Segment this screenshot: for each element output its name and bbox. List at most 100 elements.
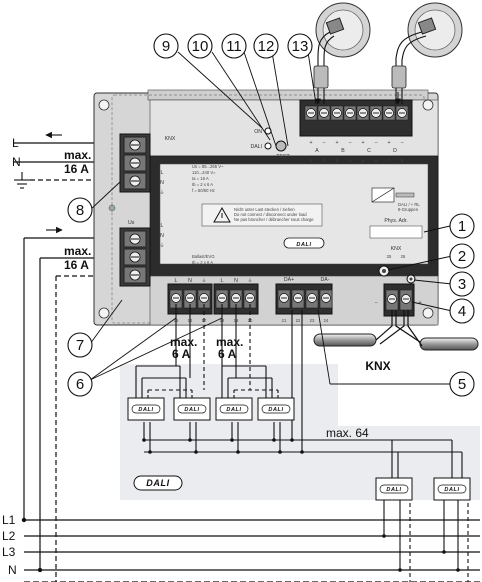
amp-label-top: 16 A [64, 162, 89, 176]
ballast-logo [177, 404, 207, 414]
mounting-screws [98, 99, 434, 319]
callout-11: 11 [221, 33, 247, 59]
ballast-spec-line: Ib = 2 x 6 A [192, 260, 213, 265]
lamp-cable-sleeves [313, 65, 407, 89]
callout-number: 10 [192, 38, 209, 55]
callout-circle [449, 213, 475, 239]
supply-mark: N [160, 180, 164, 186]
callout-7: 7 [67, 332, 93, 358]
callout-number: 11 [226, 38, 242, 55]
amp-label-ballast-2: 6 A [218, 347, 237, 361]
callout-number: 5 [458, 376, 466, 393]
callout-leaders [89, 51, 453, 385]
line-label-n: N [12, 155, 21, 169]
callout-9: 9 [153, 33, 179, 59]
terminal-number: 24 [324, 318, 329, 323]
test-label: TEST [276, 154, 290, 160]
spec-line: Ia = 16 A [192, 176, 209, 181]
dali-logo-load-text: DALI [146, 478, 169, 488]
callout-12: 12 [253, 33, 279, 59]
dali-plus-mark: DA+ [284, 277, 294, 283]
terminal-block-outputs [299, 99, 413, 137]
status-leds [264, 127, 287, 152]
max-label-ballast-2: max. [216, 335, 243, 349]
dali-ballast: DALI [173, 397, 211, 421]
bus-bars [24, 519, 480, 582]
terminal-number: 22 [296, 318, 301, 323]
ballast-wiring [135, 304, 279, 398]
ballast-terminal-mark: N [188, 278, 192, 284]
callout-number: 2 [458, 248, 466, 265]
earth-symbol-top [14, 172, 30, 189]
output-polarity: − [400, 140, 403, 146]
dali-ballast: DALI [375, 477, 413, 501]
callout-number: 8 [76, 202, 84, 219]
bus-label-l2: L2 [2, 529, 16, 543]
callout-8: 8 [67, 197, 93, 223]
dali-ballast: DALI [127, 397, 165, 421]
lamp-2 [407, 2, 463, 58]
callout-circle [449, 371, 475, 397]
callout-circle [287, 33, 313, 59]
terminal-number: 23 [310, 318, 315, 323]
output-number: 5 [362, 158, 365, 163]
output-polarity: − [348, 140, 351, 146]
callout-circle [221, 33, 247, 59]
callout-circle [449, 243, 475, 269]
output-polarity: − [374, 140, 377, 146]
bus-label-l1: L1 [2, 513, 16, 527]
callout-2: 2 [449, 243, 475, 269]
spec-line: f = 50/60 Hz [192, 188, 215, 193]
spec-line: 110...240 V= [192, 170, 216, 175]
ballast-terminal-mark: N [234, 278, 238, 284]
amp-label-mid: 16 A [64, 258, 89, 272]
max-label-top: max. [64, 148, 91, 162]
callout-1: 1 [449, 213, 475, 239]
bus-nodes [21, 517, 43, 573]
ballast-terminal-mark: L [175, 278, 178, 284]
dali-logo-load [133, 475, 183, 491]
gateway-icon [371, 187, 415, 203]
dali-ballast: DALI [433, 477, 471, 501]
ballast-terminal-mark: ⏚ [247, 277, 252, 284]
callout-number: 7 [76, 337, 84, 354]
knx-logo-text: KNX [165, 136, 176, 142]
callout-circle [449, 271, 475, 297]
terminal-block-supply [119, 133, 151, 193]
output-polarity: + [335, 140, 338, 146]
max-label-ballast-1: max. [170, 335, 197, 349]
callout-circle [67, 371, 93, 397]
callout-circle [449, 298, 475, 324]
callout-number: 3 [458, 276, 466, 293]
callout-circle [67, 197, 93, 223]
warning-sign [201, 203, 323, 227]
dali-minus-mark: DA- [321, 277, 330, 283]
gateway-label: DALI / + RL [398, 202, 420, 207]
output-polarity: + [361, 140, 364, 146]
dali-bus-nodes [142, 438, 460, 572]
spec-line: Ib = 2 x 6 A [192, 182, 213, 187]
callout-10: 10 [187, 33, 213, 59]
output-number: 6 [375, 158, 378, 163]
lamp-1 [315, 2, 371, 58]
terminal-arrows [315, 92, 401, 105]
ballast-label: DALI [268, 407, 283, 413]
knx-minus-mark: − [374, 300, 377, 306]
knx-bus-device-label: KNX [391, 246, 402, 252]
terminal-number: 18 [220, 318, 225, 323]
warning-line: Nicht unter Last stecken / ziehen [234, 207, 295, 212]
callout-number: 9 [162, 38, 170, 55]
callout-13: 13 [287, 33, 313, 59]
knx-terminal-25: 25 [387, 254, 392, 259]
callout-circle [187, 33, 213, 59]
lamp-cables [317, 31, 427, 104]
callout-6: 6 [67, 371, 93, 397]
output-number: 2 [323, 158, 326, 163]
knx-cable-wires [375, 310, 423, 347]
callout-4: 4 [449, 298, 475, 324]
warning-line: Ne pas brancher / débrancher sous charge [234, 217, 314, 222]
ballast-logo [131, 404, 161, 414]
ballast-label: DALI [444, 487, 459, 493]
output-number: 8 [401, 158, 404, 163]
